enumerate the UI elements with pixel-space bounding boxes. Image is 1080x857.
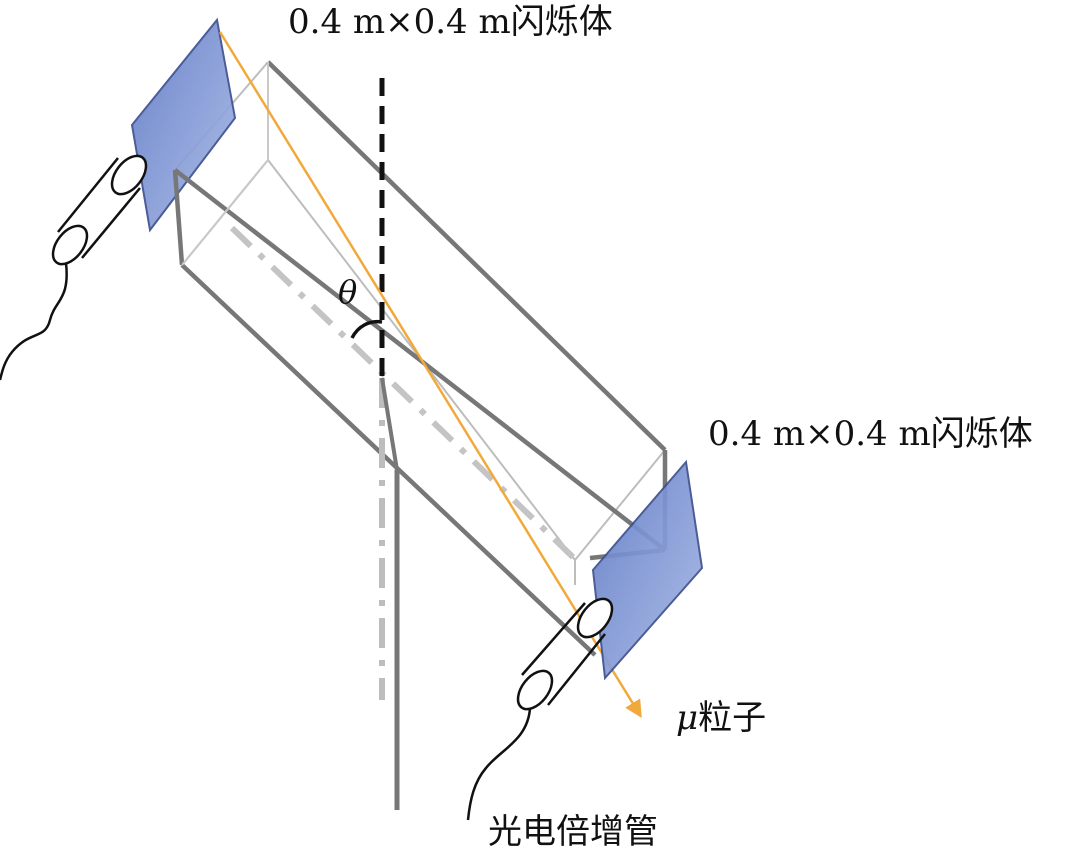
frame-back-edges [174, 61, 666, 585]
support-rod [380, 377, 399, 471]
pmt-label: 光电倍增管 [488, 812, 658, 852]
angle-label: θ [338, 273, 358, 311]
muon-label: μ粒子 [676, 698, 766, 738]
muon-text: 粒子 [698, 698, 767, 738]
pmt-bottom [466, 597, 614, 821]
pmt-top [0, 154, 148, 381]
scintillator-label-top: 0.4 m×0.4 m闪烁体 [288, 2, 613, 42]
muon-symbol: μ [676, 698, 699, 738]
angle-arc [350, 319, 383, 339]
scintillator-plate-bottom [591, 459, 704, 681]
scintillator-label-bottom: 0.4 m×0.4 m闪烁体 [708, 414, 1033, 454]
detector-axis [229, 225, 581, 565]
scintillator-plate-top [130, 17, 237, 233]
muon-track [218, 31, 642, 718]
